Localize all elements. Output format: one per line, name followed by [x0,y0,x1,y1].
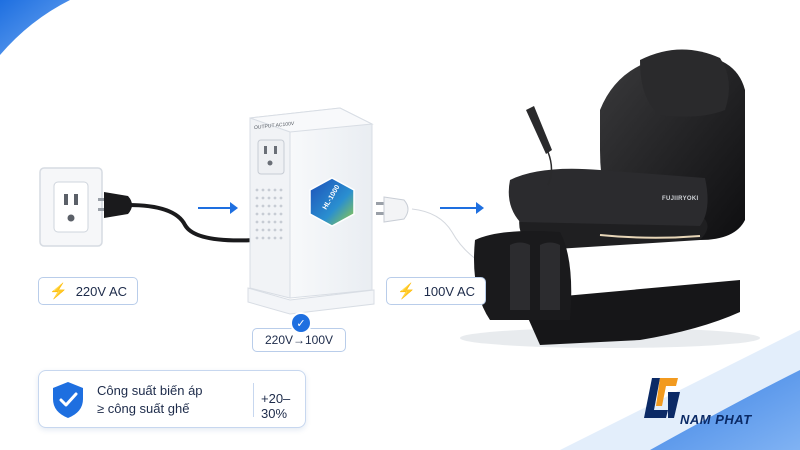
corner-swoosh-bottom-right-accent [650,370,800,450]
info-line-2: ≥ công suất ghế [97,401,190,416]
shield-check-icon [53,382,83,418]
corner-swoosh-top-left [0,0,70,55]
input-plug [98,192,256,243]
lightning-bolt-icon: ⚡ [397,282,416,300]
info-text: Công suất biến áp ≥ công suất ghế [97,382,203,418]
check-icon: ✓ [290,312,312,334]
nam-phat-logo-icon [644,378,680,418]
output-voltage-text: 100V AC [423,283,476,299]
arrow-right-icon [198,202,238,214]
conversion-text: 220V→100V [264,333,334,347]
output-plug [376,196,482,265]
massage-chair [460,49,760,348]
info-divider [253,383,254,417]
info-card: Công suất biến áp ≥ công suất ghế +20–30… [38,370,306,428]
lightning-bolt-icon: ⚡ [49,282,68,300]
arrow-right-icon [440,202,484,214]
output-voltage-label: ⚡ 100V AC [386,277,487,305]
chair-brand-text: FUJIIRYOKI [662,196,699,202]
info-range: +20–30% [261,391,291,421]
input-voltage-label: ⚡ 220V AC [38,277,139,305]
wall-outlet [39,167,103,247]
brand-name: NAM PHAT [680,412,752,427]
input-voltage-text: 220V AC [75,283,128,299]
info-line-1: Công suất biến áp [97,383,203,398]
transformer-device [247,107,375,315]
